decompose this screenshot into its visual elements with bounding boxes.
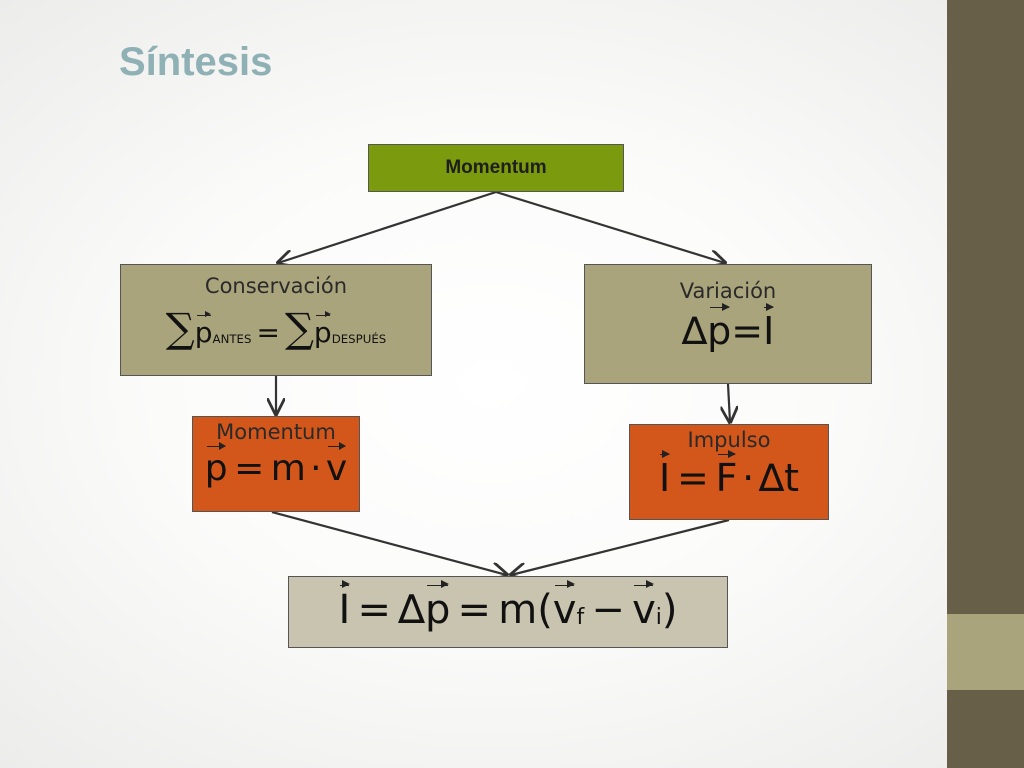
node-label: Momentum — [216, 420, 336, 444]
node-conservacion: Conservación ∑ p ANTES = ∑ p DESPUÉS — [120, 264, 432, 376]
formula-result: I = ∆ p = m ( v f − v i ) — [338, 580, 678, 633]
node-label: Conservación — [204, 274, 348, 298]
arrow-variacion-to-impulso — [728, 383, 730, 422]
arrow-momentum-to-result — [271, 510, 507, 575]
node-label: Impulso — [687, 428, 771, 452]
formula-impulso: I = F · ∆ t — [658, 449, 800, 500]
formula-conservacion: ∑ p ANTES = ∑ p DESPUÉS — [165, 304, 387, 352]
arrow-root-to-variacion — [495, 190, 725, 263]
node-label: Momentum — [445, 157, 547, 178]
arrow-root-to-conservacion — [278, 190, 497, 263]
node-momentum: Momentum p = m · v — [192, 416, 360, 512]
slide-title: Síntesis — [119, 40, 273, 84]
node-variacion: Variación ∆ p = I — [584, 264, 872, 384]
node-impulso: Impulso I = F · ∆ t — [629, 424, 829, 520]
formula-variacion: ∆ p = I — [681, 302, 775, 353]
arrow-impulso-to-result — [511, 518, 730, 575]
node-momentum-root: Momentum — [368, 144, 624, 192]
formula-momentum: p = m · v — [204, 441, 348, 489]
node-result: I = ∆ p = m ( v f − v i ) — [288, 576, 728, 648]
node-label: Variación — [679, 279, 777, 303]
sidebar-accent-block — [947, 614, 1024, 690]
